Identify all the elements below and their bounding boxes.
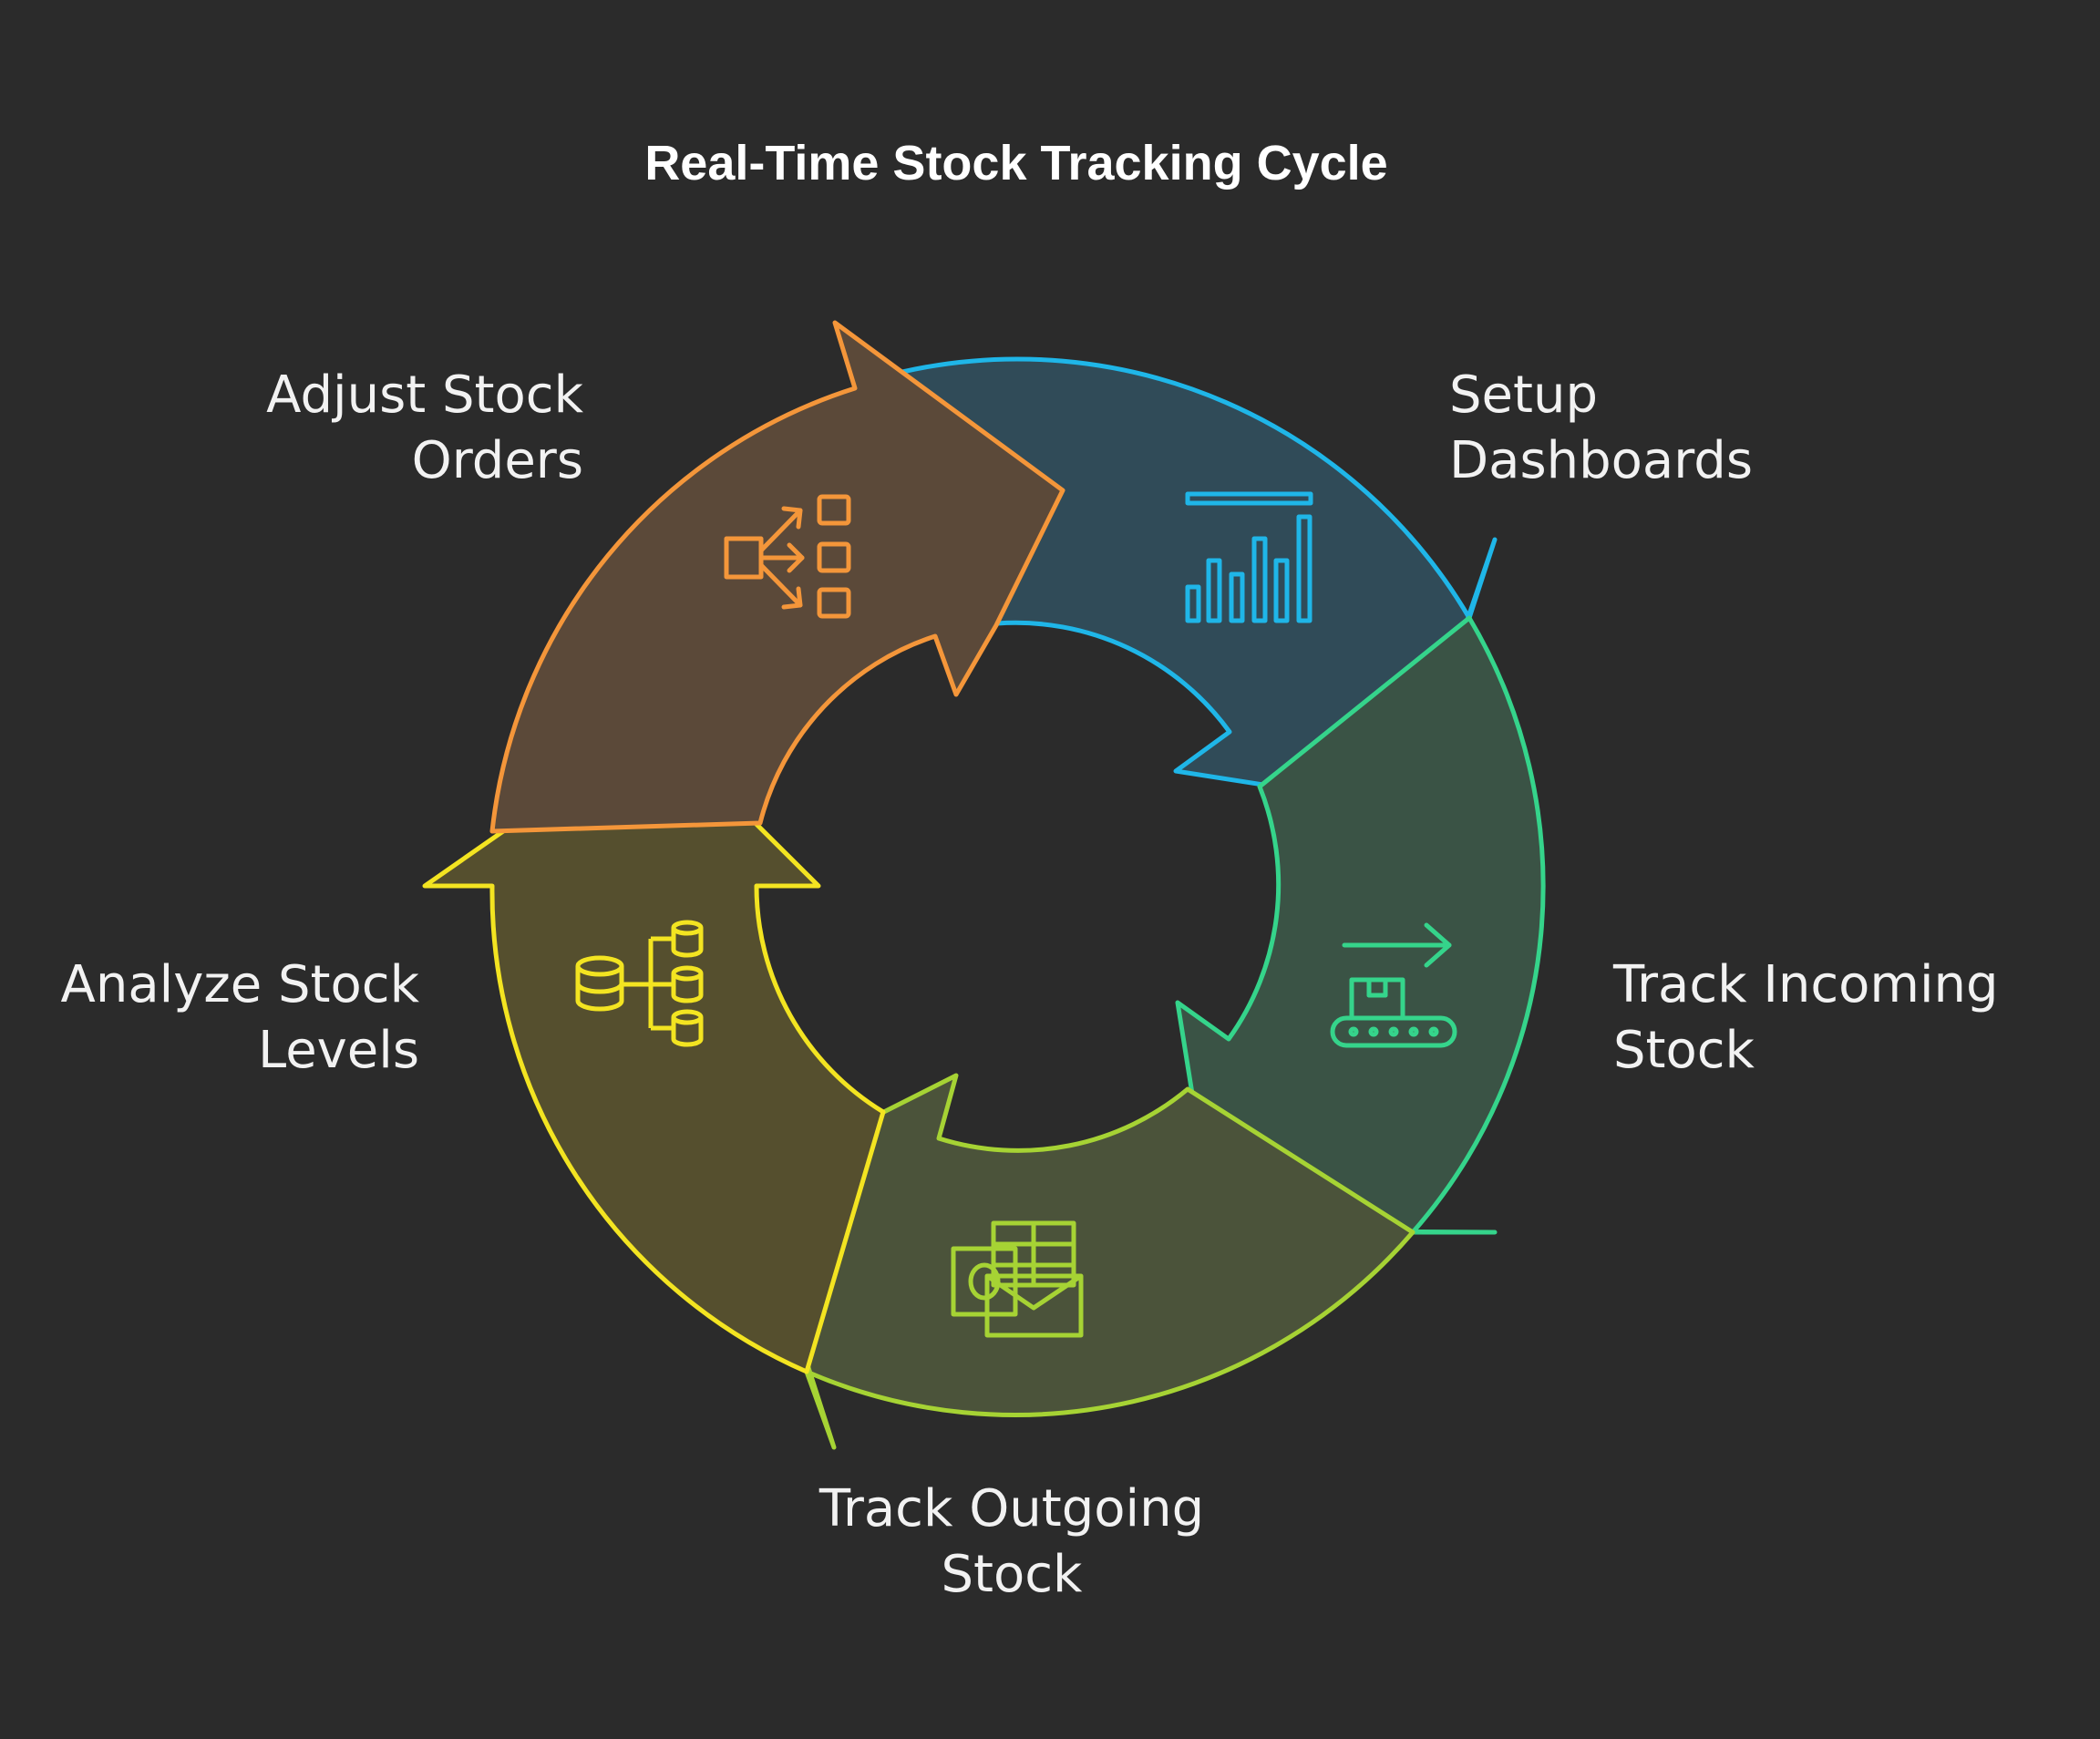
incoming-arrow (1175, 615, 1546, 1235)
analyze-arrow (422, 722, 886, 1374)
adjust-arrow (489, 320, 1065, 834)
outgoing-arrow (746, 1073, 1415, 1450)
conveyor-belt-icon (1330, 922, 1457, 1048)
setup-arrow (900, 356, 1498, 809)
bar-chart-icon (1185, 491, 1313, 623)
database-hierarchy-icon (575, 920, 704, 1047)
diagram-title: Real-Time Stock Tracking Cycle (644, 136, 1388, 190)
outlook-sheet-icon (951, 1220, 1084, 1338)
flow-branch-icon (724, 494, 851, 619)
